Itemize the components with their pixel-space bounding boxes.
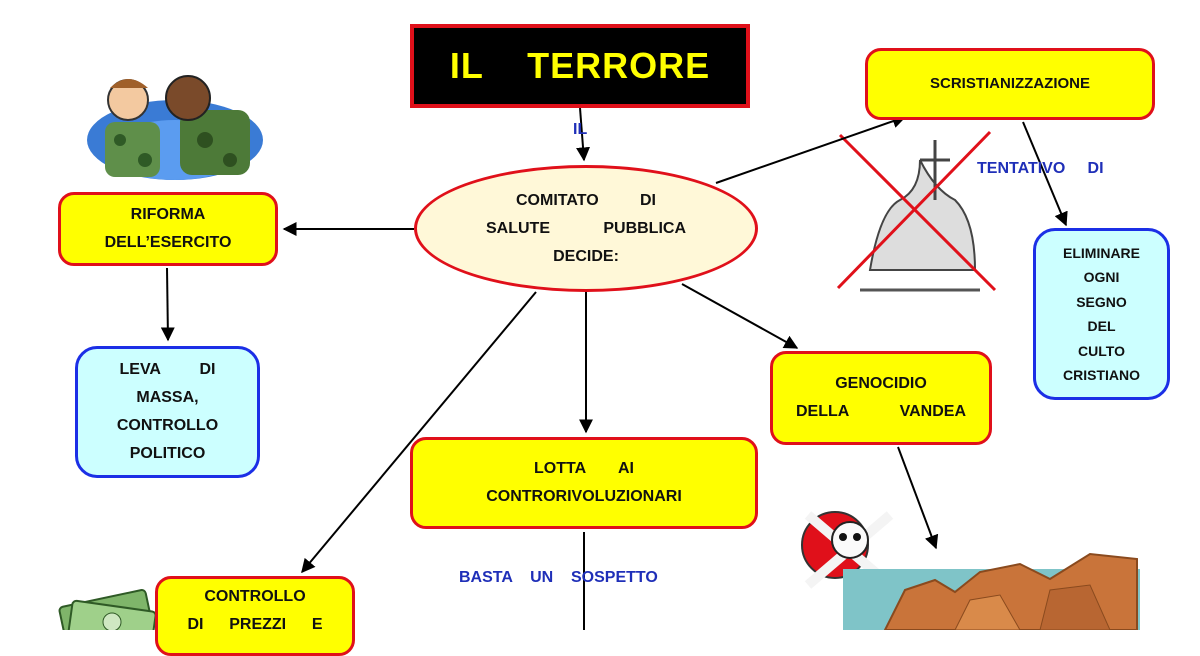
title-text: IL TERRORE xyxy=(449,45,711,86)
link-label-basta: BASTA UN SOSPETTO xyxy=(459,569,658,586)
riforma-line-1: RIFORMA xyxy=(130,206,206,223)
crossed-out-church-icon xyxy=(836,130,997,292)
eliminare-line-1: ELIMINARE xyxy=(1063,244,1140,261)
title-box: IL TERRORE xyxy=(410,24,750,108)
lotta-box: LOTTA AI CONTRORIVOLUZIONARI xyxy=(410,437,758,529)
center-line-3: DECIDE: xyxy=(553,247,619,265)
controllo-line-2: DI PREZZI E xyxy=(187,616,323,633)
controllo-line-1: CONTROLLO xyxy=(204,588,306,605)
vandea-map xyxy=(843,552,1140,630)
scristianizzazione-box: SCRISTIANIZZAZIONE xyxy=(865,48,1155,120)
eliminare-line-5: CULTO xyxy=(1078,342,1125,359)
leva-line-2: MASSA, xyxy=(136,389,199,406)
eliminare-line-6: CRISTIANO xyxy=(1063,367,1140,383)
link-label-tentativo: TENTATIVO DI xyxy=(977,160,1104,177)
soldiers-illustration xyxy=(87,75,263,180)
riforma-line-2: DELL’ESERCITO xyxy=(104,234,232,251)
scristianizzazione-text: SCRISTIANIZZAZIONE xyxy=(930,75,1090,92)
center-ellipse: COMITATO DI SALUTE PUBBLICA DECIDE: xyxy=(414,165,758,292)
lotta-line-1: LOTTA AI xyxy=(533,460,634,477)
eliminare-box: ELIMINARE OGNI SEGNO DEL CULTO CRISTIANO xyxy=(1033,228,1170,400)
diagram-canvas xyxy=(58,75,1140,630)
link-label-il: IL xyxy=(573,121,588,138)
riforma-box: RIFORMA DELL’ESERCITO xyxy=(58,192,278,266)
money-icon xyxy=(58,589,157,630)
skull-crossbones-icon xyxy=(801,511,894,589)
genocidio-line-1: GENOCIDIO xyxy=(835,375,927,392)
eliminare-line-3: SEGNO xyxy=(1076,293,1127,310)
center-line-2: SALUTE PUBBLICA xyxy=(486,219,686,237)
leva-box: LEVA DI MASSA, CONTROLLO POLITICO xyxy=(75,346,260,478)
genocidio-box: GENOCIDIO DELLA VANDEA xyxy=(770,351,992,445)
controllo-box: CONTROLLO DI PREZZI E xyxy=(155,576,355,656)
genocidio-line-2: DELLA VANDEA xyxy=(796,403,966,420)
eliminare-line-2: OGNI xyxy=(1083,269,1120,285)
leva-line-1: LEVA DI xyxy=(119,361,216,378)
leva-line-4: POLITICO xyxy=(129,445,206,462)
lotta-line-2: CONTRORIVOLUZIONARI xyxy=(486,488,682,505)
center-line-1: COMITATO DI xyxy=(516,191,656,209)
leva-line-3: CONTROLLO xyxy=(116,417,219,434)
eliminare-line-4: DEL xyxy=(1087,318,1116,334)
